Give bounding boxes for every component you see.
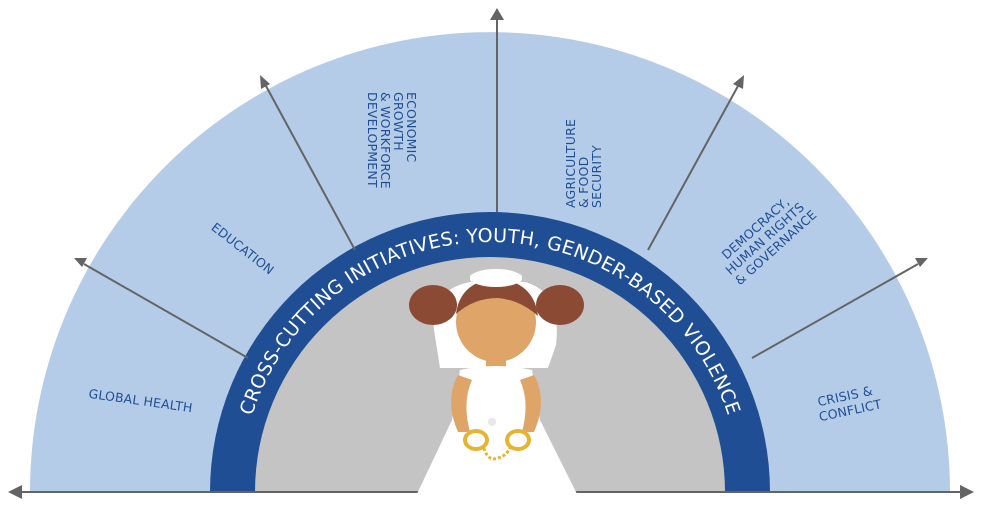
girl-bride-handcuffed-icon <box>409 269 584 496</box>
arrow-head-icon <box>74 258 87 267</box>
sector-label-agriculture: AGRICULTURE & FOOD SECURITY <box>563 115 604 208</box>
sector-label-line: SECURITY <box>589 145 604 208</box>
handcuffs-icon <box>463 429 531 461</box>
arrow-4 <box>647 75 744 251</box>
left-arrow-head-icon <box>8 485 22 499</box>
sector-label-line: AGRICULTURE <box>563 119 578 208</box>
sector-label-line: & FOOD <box>576 157 591 208</box>
right-arrow-head-icon <box>960 485 974 499</box>
radial-arrows <box>74 8 928 359</box>
arrow-head-icon <box>733 75 744 89</box>
right-pigtail <box>536 285 584 325</box>
arrow-head-icon <box>915 258 928 267</box>
arrow-2 <box>260 75 356 251</box>
sector-label-line: DEVELOPMENT <box>365 92 380 188</box>
arrow-5 <box>751 258 928 359</box>
sector-label-line: ECONOMIC <box>404 92 419 163</box>
arrow-head-icon <box>490 8 504 20</box>
left-pigtail <box>409 285 457 325</box>
sector-label-line: & WORKFORCE <box>378 92 393 189</box>
svg-text:AGRICULTURE & FOOD: AGRICULTURE & FOOD SECURITY <box>563 115 604 208</box>
svg-text:ECONOMIC GROWTH &: ECONOMIC GROWTH & WORKFORCE DEVELOPMENT <box>365 92 419 193</box>
sector-label-economic-growth: ECONOMIC GROWTH & WORKFORCE DEVELOPMENT <box>365 92 419 193</box>
sector-label-line: GROWTH <box>391 92 406 151</box>
arrow-3 <box>490 8 504 212</box>
arrow-head-icon <box>260 75 270 89</box>
arrow-1 <box>74 258 249 359</box>
